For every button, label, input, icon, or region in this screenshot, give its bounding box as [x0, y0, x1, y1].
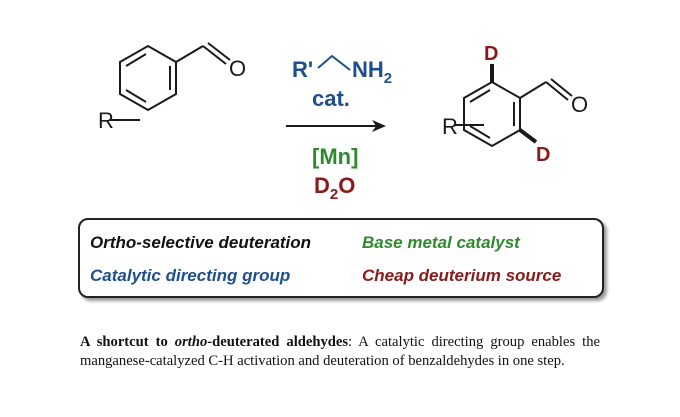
caption-bold-part: A shortcut to ortho-deuterated aldehydes [80, 334, 349, 350]
reaction-scheme: R O R' NH2 cat. [Mn] D2O R O D D [98, 42, 588, 203]
feature-cheap-deuterium: Cheap deuterium source [362, 266, 562, 285]
amine-bond [317, 54, 351, 71]
substrate-benzaldehyde [110, 42, 231, 121]
amine-r-prime: R' [292, 57, 313, 82]
metal-label: [Mn] [312, 144, 358, 169]
product-oxygen-label: O [571, 92, 588, 117]
catalyst-label: cat. [312, 86, 350, 111]
figure-caption: A shortcut to ortho-deuterated aldehydes… [80, 333, 600, 371]
deuterium-bottom-label: D [536, 144, 550, 166]
product-benzaldehyde [454, 78, 573, 148]
substrate-r-label: R [98, 108, 114, 133]
amine-nh2: NH2 [352, 57, 392, 87]
features-box: Ortho-selective deuteration Base metal c… [78, 218, 604, 298]
feature-ortho-selective: Ortho-selective deuteration [90, 233, 312, 252]
product-r-label: R [442, 114, 458, 139]
feature-directing-group: Catalytic directing group [90, 266, 291, 285]
deuterium-top-label: D [484, 43, 498, 65]
cd-bond-bottom [518, 128, 538, 144]
d2o-label: D2O [314, 173, 355, 203]
feature-base-metal: Base metal catalyst [362, 233, 520, 252]
caption-text: : A catalytic directing group enables th… [80, 334, 600, 369]
substrate-oxygen-label: O [229, 56, 246, 81]
reaction-arrowhead [372, 120, 386, 132]
